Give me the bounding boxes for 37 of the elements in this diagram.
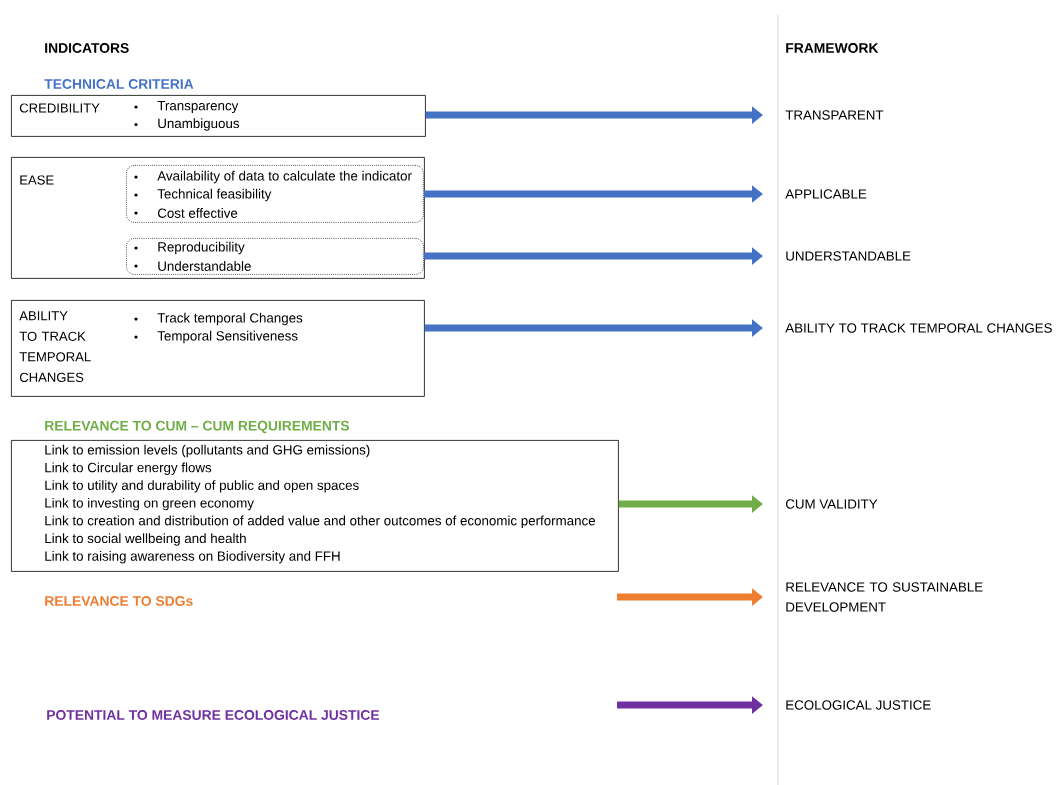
list-item: Link to emission levels (pollutants and GHG emissions) <box>45 444 370 458</box>
list-item: Link to raising awareness on Biodiversity and FFH <box>45 551 340 564</box>
list-item: Link to investing on green economy <box>45 497 254 511</box>
section-heading: RELEVANCE TO SDGs <box>45 596 193 606</box>
indicator-box <box>11 300 425 397</box>
framework-label: ABILITY TO TRACK TEMPORAL CHANGES <box>785 323 1052 333</box>
section-heading: RELEVANCE TO CUM – CUM REQUIREMENTS <box>45 420 350 434</box>
bullet-item: Unambiguous <box>134 118 240 131</box>
framework-label: RELEVANCE TO SUSTAINABLE DEVELOPMENT <box>786 582 983 612</box>
bullet-item: Availability of data to calculate the indicator <box>134 170 412 184</box>
box-heading: CREDIBILITY <box>19 103 100 113</box>
section-heading: POTENTIAL TO MEASURE ECOLOGICAL JUSTICE <box>47 710 380 720</box>
framework-label: UNDERSTANDABLE <box>786 251 911 261</box>
framework-label: APPLICABLE <box>785 189 867 199</box>
bullet-item: Temporal Sensitiveness <box>134 330 298 344</box>
list-item: Link to utility and durability of public and open spaces <box>45 480 359 493</box>
bullet-item: Transparency <box>134 101 239 113</box>
dotted-group-box <box>126 238 424 275</box>
list-item: Link to creation and distribution of added value and other outcomes of economic performance <box>45 515 595 528</box>
framework-label: ECOLOGICAL JUSTICE <box>786 700 931 710</box>
indicator-box <box>11 95 426 137</box>
box-heading: EASE <box>20 175 54 185</box>
dotted-group-box <box>126 165 424 223</box>
bullet-item: Technical feasibility <box>134 188 272 202</box>
column-heading: FRAMEWORK <box>786 43 879 53</box>
list-item: Link to Circular energy flows <box>45 462 212 475</box>
box-heading: ABILITY TO TRACK TEMPORAL CHANGES <box>19 311 91 382</box>
framework-label: CUM VALIDITY <box>785 499 878 509</box>
bullet-item: Track temporal Changes <box>134 312 303 326</box>
list-item: Link to social wellbeing and health <box>45 533 246 546</box>
indicator-box <box>11 157 425 279</box>
framework-label: TRANSPARENT <box>785 110 884 120</box>
bullet-item: Cost effective <box>134 208 238 218</box>
requirements-box <box>11 420 619 572</box>
bullet-item: Understandable <box>134 261 251 271</box>
bullet-item: Reproducibility <box>134 241 245 255</box>
column-heading: INDICATORS <box>45 43 129 53</box>
